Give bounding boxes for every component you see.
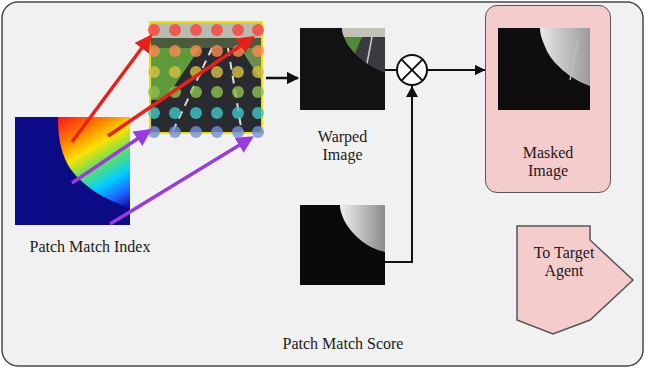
- node-label: Masked Image: [511, 144, 585, 180]
- sample-dots: [190, 107, 202, 119]
- warped-picture: [300, 28, 385, 110]
- camera-image: [150, 48, 200, 100]
- sample-dots: [148, 24, 264, 36]
- node-label: Patch Match Score: [283, 335, 404, 353]
- score-stub: [385, 261, 409, 263]
- camera-image: [228, 48, 242, 133]
- sample-dots: [169, 86, 181, 98]
- warped-picture: [300, 28, 386, 110]
- sample-dots: [211, 66, 223, 78]
- warped-picture: [340, 28, 386, 74]
- sample-dots: [169, 107, 181, 119]
- match-arrows: [72, 37, 150, 142]
- sample-dots: [148, 45, 264, 57]
- node-label: Warped Image: [306, 128, 380, 164]
- sample-dots: [211, 126, 223, 138]
- sample-dots: [190, 45, 202, 57]
- sample-dots: [252, 107, 264, 119]
- sample-dots: [169, 24, 181, 36]
- sample-dots: [232, 24, 244, 36]
- sample-dots: [252, 86, 264, 98]
- sample-dots: [169, 45, 181, 57]
- camera-image: [240, 48, 262, 82]
- output-box: Masked Image: [485, 5, 611, 193]
- sample-dots: [148, 126, 264, 138]
- sample-dots: [252, 126, 264, 138]
- sample-dots: [232, 107, 244, 119]
- multiply-symbol: [397, 55, 427, 85]
- image-panel: Patch Match Index: [5, 114, 175, 260]
- camera-image: [150, 48, 262, 133]
- image-panel: Warped Image: [300, 26, 385, 166]
- sample-dots: [148, 66, 264, 78]
- warped-picture: [340, 37, 362, 60]
- sample-dots: [169, 126, 181, 138]
- sample-dots: [211, 107, 223, 119]
- node-label: Patch Match Index: [30, 238, 151, 256]
- sample-dots: [252, 24, 264, 36]
- sample-dots: [148, 126, 160, 138]
- warped-picture: [365, 37, 372, 74]
- sample-dots: [148, 107, 264, 119]
- sample-dots: [252, 45, 264, 57]
- sample-dots: [232, 126, 244, 138]
- connector: [408, 70, 485, 262]
- sample-dots: [148, 24, 160, 36]
- match-arrows: [72, 131, 149, 183]
- score-picture: [340, 205, 385, 252]
- sample-dots: [211, 24, 223, 36]
- camera-image: [150, 22, 262, 133]
- score-picture: [300, 205, 385, 285]
- multiply-symbol: [406, 86, 418, 97]
- sample-dots: [148, 107, 160, 119]
- multiply-symbol: [401, 59, 422, 80]
- warped-picture: [340, 28, 386, 74]
- match-arrows: [72, 37, 252, 224]
- sample-dots: [148, 24, 264, 138]
- sample-dots: [190, 66, 202, 78]
- match-arrows: [108, 38, 252, 136]
- sample-dots: [148, 45, 160, 57]
- index-colormap: [15, 117, 130, 225]
- warp-arrow: [266, 77, 298, 80]
- multiply-symbol: [401, 59, 422, 80]
- sample-dots: [148, 86, 160, 98]
- match-arrows: [110, 138, 251, 224]
- sample-dots: [190, 24, 202, 36]
- sample-dots: [148, 66, 160, 78]
- camera-image: [150, 38, 262, 48]
- sample-dots: [232, 66, 244, 78]
- warped-picture: [340, 28, 386, 37]
- sample-dots: [252, 66, 264, 78]
- camera-image: [150, 22, 262, 133]
- node-label: To Target Agent: [527, 244, 601, 280]
- sample-dots: [232, 86, 244, 98]
- connector: [385, 69, 485, 71]
- score-picture: [300, 205, 385, 285]
- sample-dots: [232, 45, 244, 57]
- arrow-shape: To Target Agent: [517, 224, 634, 336]
- multiply-symbol: [397, 55, 427, 97]
- sample-dots: [148, 86, 264, 98]
- sample-dots: [211, 86, 223, 98]
- index-colormap: [58, 117, 130, 208]
- camera-image: [172, 48, 212, 133]
- camera-image: [150, 22, 262, 133]
- arrow-outline: [517, 226, 633, 334]
- sample-dots: [211, 45, 223, 57]
- sample-dots: [190, 126, 202, 138]
- warped-picture: [352, 37, 386, 74]
- arrow-outline: [517, 224, 634, 336]
- sample-dots: [169, 66, 181, 78]
- sample-dots: [190, 86, 202, 98]
- index-colormap: [15, 117, 130, 225]
- camera-image: [150, 22, 262, 40]
- image-panel: Patch Match Score: [278, 203, 408, 355]
